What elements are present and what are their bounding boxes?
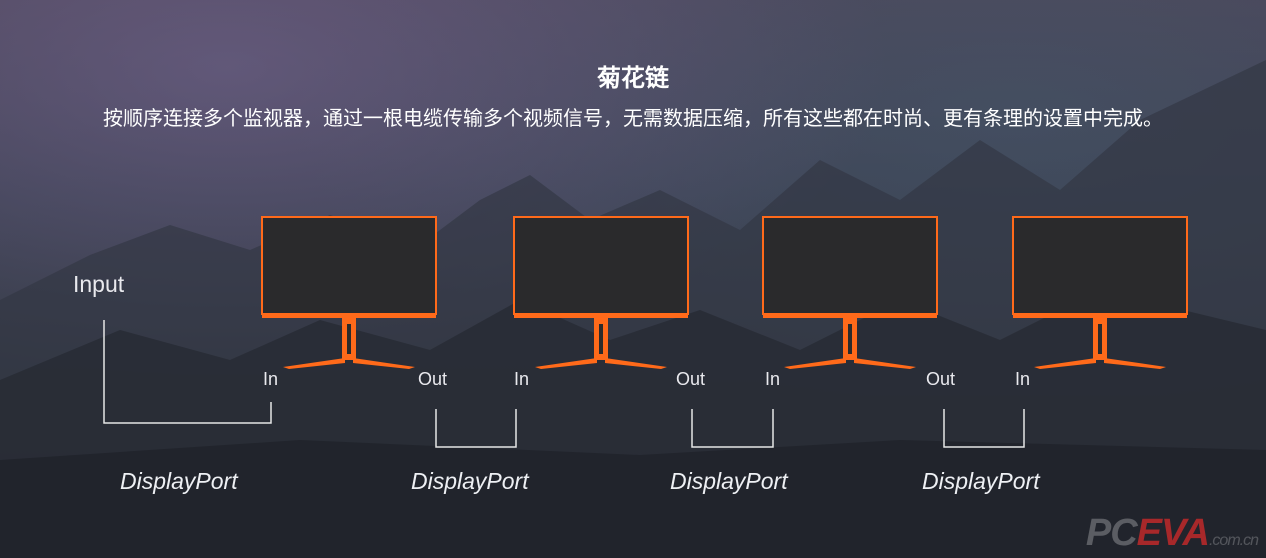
watermark-logo: PCEVA.com.cn	[1085, 512, 1259, 555]
page-description: 按顺序连接多个监视器，通过一根电缆传输多个视频信号，无需数据压缩，所有这些都在时…	[103, 106, 1163, 130]
cable-lines	[103, 320, 1025, 448]
monitor-1-out-label: Out	[418, 369, 448, 389]
cable-link-3-line	[943, 409, 1025, 448]
monitor-3-stand-foot-right	[854, 358, 916, 369]
monitor-4-screen	[1012, 216, 1188, 315]
monitor-2-bezel	[514, 313, 688, 318]
monitor-3-in-label: In	[765, 369, 781, 389]
monitor-2-stand-foot-left	[535, 358, 597, 369]
monitor-3-screen	[762, 216, 938, 315]
monitor-4-stand-foot-left	[1034, 358, 1096, 369]
monitor-2-in-label: In	[514, 369, 530, 389]
watermark-part-3: .com.cn	[1208, 532, 1259, 549]
monitor-1-stand-foot-right	[353, 358, 415, 369]
monitor-1-screen	[261, 216, 437, 315]
cable-input-line	[103, 320, 272, 424]
cable-label-3-4: DisplayPort	[922, 468, 1040, 494]
monitor-1-stand-slot	[347, 324, 351, 354]
monitor-1-in-label: In	[263, 369, 279, 389]
monitor-3-stand-slot	[848, 324, 852, 354]
monitor-4-stand-foot-right	[1104, 358, 1166, 369]
cable-label-2-3: DisplayPort	[670, 468, 788, 494]
monitor-4	[1012, 216, 1188, 369]
monitor-2-out-label: Out	[676, 369, 706, 389]
ground	[0, 440, 1266, 558]
monitor-4-in-label: In	[1015, 369, 1031, 389]
cable-link-2-line	[691, 409, 774, 448]
monitor-2-stand-foot-right	[605, 358, 667, 369]
monitor-1-stand-foot-left	[283, 358, 345, 369]
monitor-4-stand-slot	[1098, 324, 1102, 354]
watermark-part-2: EVA	[1136, 512, 1210, 554]
monitor-2-screen	[513, 216, 689, 315]
input-label: Input	[73, 271, 125, 297]
monitor-1	[261, 216, 437, 369]
monitor-3-out-label: Out	[926, 369, 956, 389]
monitor-3	[762, 216, 938, 369]
watermark-part-1: PC	[1085, 512, 1138, 554]
page-title: 菊花链	[597, 64, 669, 92]
cable-label-input: DisplayPort	[120, 468, 238, 494]
monitor-4-bezel	[1013, 313, 1187, 318]
monitor-3-bezel	[763, 313, 937, 318]
monitor-2	[513, 216, 689, 369]
cable-label-1-2: DisplayPort	[411, 468, 529, 494]
monitor-1-bezel	[262, 313, 436, 318]
cable-link-1-line	[435, 409, 517, 448]
monitor-group	[261, 216, 1188, 369]
monitor-3-stand-foot-left	[784, 358, 846, 369]
monitor-2-stand-slot	[599, 324, 603, 354]
